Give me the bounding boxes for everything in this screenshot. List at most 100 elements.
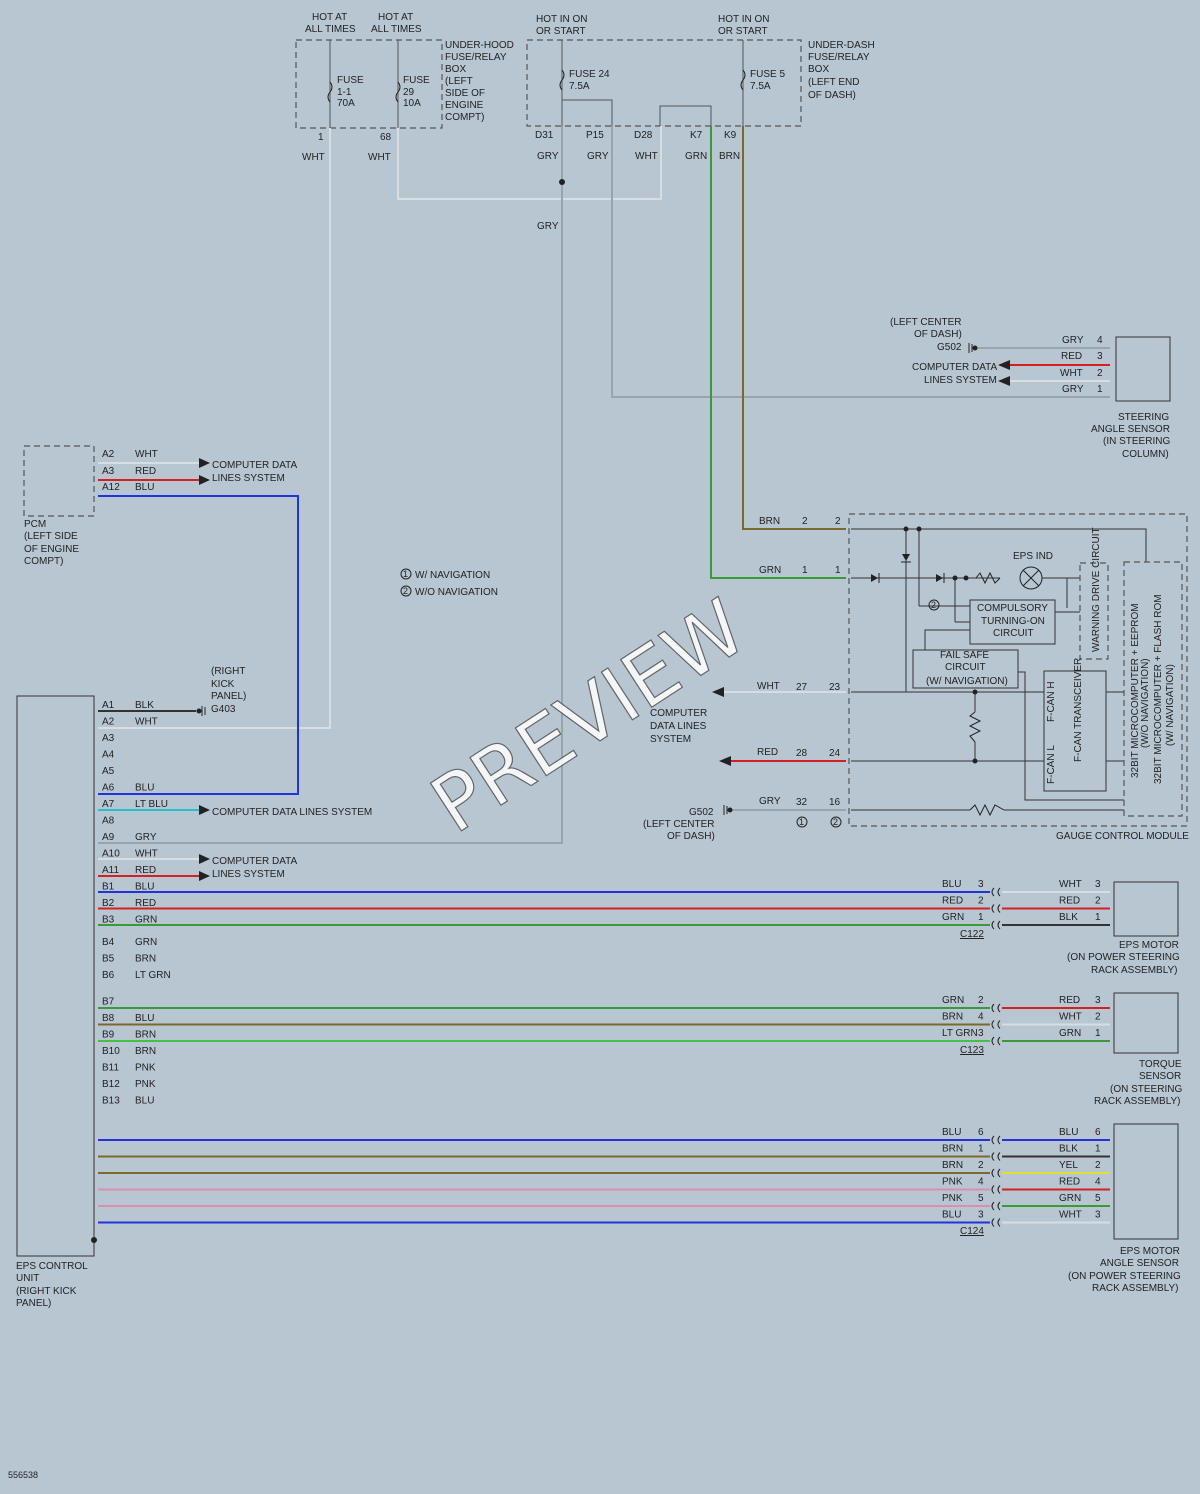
harness-left-wire: BLU <box>942 1127 961 1138</box>
harness-right-wire: RED <box>1059 1177 1080 1188</box>
eps-label-1: UNIT <box>16 1273 39 1284</box>
harness-right-pin: 1 <box>1095 1144 1101 1155</box>
connector-icon <box>991 1218 1001 1227</box>
eps-motor-label-2: RACK ASSEMBLY) <box>1091 965 1178 976</box>
harness-left-wire: BLU <box>942 1210 961 1221</box>
uh-wire2: WHT <box>368 152 391 163</box>
footer-id: 556538 <box>8 1470 38 1480</box>
harness-right-wire: WHT <box>1059 879 1082 890</box>
eps-pin-label: B10 <box>102 1046 120 1057</box>
sas-wire-0: GRY <box>1062 335 1084 346</box>
wire-gry-d31-a9 <box>98 126 563 844</box>
harness-left-pin: 1 <box>978 1144 984 1155</box>
supply-wires <box>98 126 1110 844</box>
pcm-wire-0: WHT <box>135 449 158 460</box>
torque-sensor-box <box>1113 992 1179 1054</box>
harness-left-wire: RED <box>942 896 963 907</box>
arrow-icon <box>712 687 724 697</box>
gauge-compulsory-1: TURNING-ON <box>981 616 1045 627</box>
eps-pin-label: B4 <box>102 937 115 948</box>
eps-pin-label: B11 <box>102 1063 119 1074</box>
eps-pin-label: A8 <box>102 816 115 827</box>
sas-pin-2: 2 <box>1097 368 1103 379</box>
legend-1: W/O NAVIGATION <box>415 587 498 598</box>
angle-label-1: ANGLE SENSOR <box>1100 1258 1179 1269</box>
harness-right-wire: GRN <box>1059 1028 1081 1039</box>
gauge-brn-pin-a: 2 <box>802 516 808 527</box>
harness-right-wire: RED <box>1059 896 1080 907</box>
eps-pin-wire: BRN <box>135 1030 156 1041</box>
legend-0: W/ NAVIGATION <box>415 570 490 581</box>
eps-pin-label: B7 <box>102 997 115 1008</box>
uh-label-3: (LEFT <box>445 76 473 87</box>
arrow-icon <box>199 871 210 881</box>
gauge-compulsory-0: COMPULSORY <box>977 603 1048 614</box>
eps-label-0: EPS CONTROL <box>16 1261 88 1272</box>
harness-left-wire: GRN <box>942 912 964 923</box>
ud-fuse1-l2: 7.5A <box>569 81 590 92</box>
sas-ground-l1: (LEFT CENTER <box>890 317 962 328</box>
connector-icon <box>991 1135 1001 1145</box>
eps-pin-wire: RED <box>135 865 156 876</box>
eps-a10-data-l1: COMPUTER DATA <box>212 856 298 867</box>
uh-label-6: COMPT) <box>445 112 484 123</box>
sas-wire-2: WHT <box>1060 368 1083 379</box>
eps-pin-label: B3 <box>102 915 115 926</box>
gauge-g502-2: OF DASH) <box>667 831 715 842</box>
eps-pin-wire: BLU <box>135 783 154 794</box>
gauge-brn-pin-b: 2 <box>835 516 841 527</box>
gauge-red-pin-b: 24 <box>829 748 841 759</box>
harness-left-wire: LT GRN <box>942 1028 978 1039</box>
underhood-fuse-box: HOT AT ALL TIMES HOT AT ALL TIMES FUSE 1… <box>295 12 514 163</box>
eps-pin-label: B9 <box>102 1030 115 1041</box>
uh-fuse2-l1: FUSE <box>403 75 430 86</box>
gauge-red-wire: RED <box>757 747 778 758</box>
harness-left-wire: BRN <box>942 1012 963 1023</box>
harness-left-pin: 5 <box>978 1193 984 1204</box>
fuse-1-1-icon <box>327 81 333 103</box>
sas-label-0: STEERING <box>1118 412 1169 423</box>
uh-fuse2-l3: 10A <box>403 98 421 109</box>
ud-wire-3: GRN <box>685 151 707 162</box>
eps-pin-label: B2 <box>102 898 115 909</box>
harness-right-wire: YEL <box>1059 1160 1078 1171</box>
arrow-icon <box>199 805 210 815</box>
ud-fuse2-l1: FUSE 5 <box>750 69 785 80</box>
ud-wire-0: GRY <box>537 151 559 162</box>
uh-label-0: UNDER-HOOD <box>445 40 514 51</box>
harness-left-pin: 2 <box>978 896 984 907</box>
eps-pin-wire: BLK <box>135 700 154 711</box>
harness-left-wire: BLU <box>942 879 961 890</box>
underdash-fuse-box: HOT IN ON OR START HOT IN ON OR START FU… <box>526 14 875 232</box>
uh-label-5: ENGINE <box>445 100 484 111</box>
uh-wire1: WHT <box>302 152 325 163</box>
gauge-micro2-1: (W/ NAVIGATION) <box>1165 664 1176 746</box>
eps-pin-label: A3 <box>102 733 115 744</box>
harness-left-wire: PNK <box>942 1177 963 1188</box>
sas-pin-1: 3 <box>1097 351 1103 362</box>
eps-pin-wire: LT BLU <box>135 799 168 810</box>
eps-pin-wire: PNK <box>135 1079 156 1090</box>
sas-wire-1: RED <box>1061 351 1082 362</box>
pcm-wire-1: RED <box>135 466 156 477</box>
resistor-icon <box>969 803 1005 817</box>
harness-left-pin: 3 <box>978 879 984 890</box>
connector-icon <box>991 887 1001 897</box>
gauge-transceiver-0: F-CAN TRANSCEIVER <box>1073 658 1084 762</box>
uh-pin2: 68 <box>380 132 392 143</box>
wire-wht-fuse29-d28 <box>397 126 662 200</box>
connector-icon <box>991 1003 1001 1013</box>
eps-pin-wire: RED <box>135 898 156 909</box>
harness-right-pin: 3 <box>1095 1210 1101 1221</box>
resistor-icon <box>968 711 982 743</box>
gauge-failsafe-1: CIRCUIT <box>945 662 986 673</box>
gauge-fcan-h: F-CAN H <box>1046 681 1057 722</box>
harness-left-pin: 1 <box>978 912 984 923</box>
gauge-fcan-l: F-CAN L <box>1046 745 1057 784</box>
wire-gry-p15-sensor <box>611 126 1110 398</box>
uh-label-2: BOX <box>445 64 466 75</box>
sas-pin-3: 1 <box>1097 384 1103 395</box>
